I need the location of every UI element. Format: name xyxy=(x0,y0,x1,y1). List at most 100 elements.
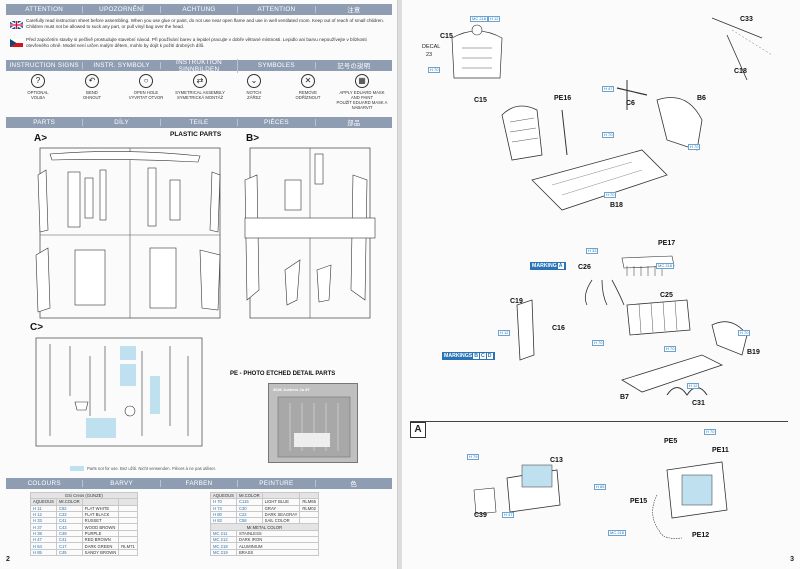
pe-fret-detail xyxy=(277,396,351,458)
colour-cell xyxy=(118,504,138,512)
colour-cell: RLM65 xyxy=(299,498,319,506)
sign-item: ?OPTIONAL VOLBA xyxy=(12,74,64,100)
parts-not-for-use-note: Parts not for use. Bez užití. Nicht verw… xyxy=(70,466,390,472)
sign-item: ✕REMOVE ODŘÍZNOUT xyxy=(282,74,334,100)
label-c19: C19 xyxy=(510,298,523,305)
header-cell: FARBEN xyxy=(161,480,239,487)
label-c15-top: C15 xyxy=(440,33,453,40)
header-cell: INSTRUKTION SINNBILDEN xyxy=(161,58,239,73)
colour-cell: FLAT WHITE xyxy=(81,504,120,512)
colour-cell: SANDY BROWN xyxy=(81,548,120,556)
note-text: Parts not for use. Bez užití. Nicht verw… xyxy=(87,466,216,471)
sign-label: OPEN HOLE VYVRTAT OTVOR xyxy=(128,90,164,100)
header-cell: UPOZORNĚNÍ xyxy=(83,6,161,13)
colour-cell: H 70 xyxy=(210,498,237,506)
marking-letter: A xyxy=(557,263,564,269)
label-c39: C39 xyxy=(474,512,487,519)
uk-flag-icon xyxy=(9,20,24,30)
paint-ref: H 47 xyxy=(602,86,615,93)
paint-ref: H 70 xyxy=(738,330,751,337)
label-pe12: PE12 xyxy=(692,532,710,539)
paint-ref: H 12 xyxy=(488,16,501,23)
sign-label: NOTCH ZÁŘEZ xyxy=(246,90,262,100)
label-c15: C15 xyxy=(474,97,487,104)
sprue-a-drawing xyxy=(35,147,221,319)
notch-icon: ⌄ xyxy=(247,74,261,88)
sign-item: ○ OPEN HOLE VYVRTAT OTVOR xyxy=(120,74,172,100)
colour-cell: RLM71 xyxy=(118,542,138,550)
colours-header: COLOURS BARVY FARBEN PEINTURE 色 xyxy=(6,478,392,489)
header-cell: TEILE xyxy=(161,119,239,126)
colour-cell: RLM02 xyxy=(299,504,319,512)
colour-cell: LIGHT BLUE xyxy=(261,498,301,506)
paint-ref: H 70 xyxy=(688,144,701,151)
paint-ref: H 47 xyxy=(502,512,515,519)
label-pe17: PE17 xyxy=(658,240,676,247)
label-b6: B6 xyxy=(697,95,706,102)
colour-cell: C45 xyxy=(55,548,83,556)
pe-fret-image: 3646 Junkers Ju 87 xyxy=(268,383,358,463)
instruction-page-right: C15 DECAL 23 C33 C18 PE16 C6 B6 B18 C15 … xyxy=(402,0,800,569)
header-cell: INSTRUCTION SIGNS xyxy=(6,62,84,69)
label-decal: DECAL xyxy=(422,44,441,50)
sign-item: ↶BEND OHNOUT xyxy=(66,74,118,100)
colour-head: AQUEOUS xyxy=(210,491,237,500)
instruction-signs-row: ?OPTIONAL VOLBA↶BEND OHNOUT ○ OPEN HOLE VY… xyxy=(6,74,392,114)
plastic-parts-title: PLASTIC PARTS xyxy=(170,131,222,138)
marking-letter: D xyxy=(486,353,493,359)
marking-letter: B xyxy=(473,353,479,359)
header-cell: 注意 xyxy=(347,7,361,14)
section-a-marker: A xyxy=(410,422,426,438)
header-cell: PIÈCES xyxy=(238,119,316,126)
paint-ref: H 70 xyxy=(704,429,717,436)
header-cell: 色 xyxy=(350,481,358,488)
colour-cell: MC 219 xyxy=(210,548,237,556)
paint-ref: MC 218 xyxy=(608,530,627,537)
label-c31: C31 xyxy=(692,400,705,407)
sprue-b-label: B> xyxy=(246,133,260,144)
header-cell: 部品 xyxy=(347,120,361,127)
attention-header: ATTENTION UPOZORNĚNÍ ACHTUNG ATTENTION 注… xyxy=(6,4,392,15)
paint-ref: H 70 xyxy=(602,132,615,139)
label-pe11: PE11 xyxy=(712,447,729,454)
label-pe15: PE15 xyxy=(630,498,648,505)
open-hole-icon: ○ xyxy=(139,74,153,88)
paint-ref: H 12 xyxy=(498,330,511,337)
colour-table-title: GSi Creos (GUNZE) xyxy=(30,491,138,500)
sign-label: APPLY EDUARD MASK AND PAINT POUŽÍT EDUAR… xyxy=(336,90,388,110)
header-cell: ATTENTION xyxy=(238,6,316,13)
header-cell: BARVY xyxy=(83,480,161,487)
page-number-left: 2 xyxy=(6,556,10,563)
paint-ref: H 70 xyxy=(428,67,441,74)
sprue-c-label: C> xyxy=(30,322,44,333)
bend-icon: ↶ xyxy=(85,74,99,88)
paint-ref: H 70 xyxy=(664,346,677,353)
paint-ref: H 70 xyxy=(604,192,617,199)
sign-item: ▦APPLY EDUARD MASK AND PAINT POUŽÍT EDUA… xyxy=(336,74,388,110)
header-cell: INSTR. SYMBOLY xyxy=(83,62,161,69)
paint-ref: H 12 xyxy=(687,383,700,390)
marking-letter: C xyxy=(480,353,486,359)
label-b7: B7 xyxy=(620,394,629,401)
label-c25: C25 xyxy=(660,292,673,299)
paint-ref: H 79 xyxy=(467,454,480,461)
cz-flag-icon xyxy=(10,39,23,47)
header-cell: ATTENTION xyxy=(6,6,84,13)
colour-head: Mr.COLOR xyxy=(55,498,83,506)
colour-cell: DARK SEAGRAY xyxy=(261,510,301,519)
label-c6: C6 xyxy=(626,100,635,107)
sign-item: ⇄SYMETRICAL ASSEMBLY SYMETRICKÁ MONTÁŽ xyxy=(174,74,226,100)
pe-fret-label: 3646 Junkers Ju 87 xyxy=(273,387,310,392)
label-b18: B18 xyxy=(610,202,623,209)
header-cell: COLOURS xyxy=(6,480,84,487)
colour-cell: WOOD BROWN xyxy=(81,523,120,531)
colour-cell: H 85 xyxy=(30,548,57,556)
colour-cell: BRASS xyxy=(235,548,319,556)
label-decal-num: 23 xyxy=(426,52,433,58)
pe-title: PE - PHOTO ETCHED DETAIL PARTS xyxy=(230,371,336,377)
header-cell: SYMBOLES xyxy=(238,62,316,69)
header-cell: PEINTURE xyxy=(238,480,316,487)
